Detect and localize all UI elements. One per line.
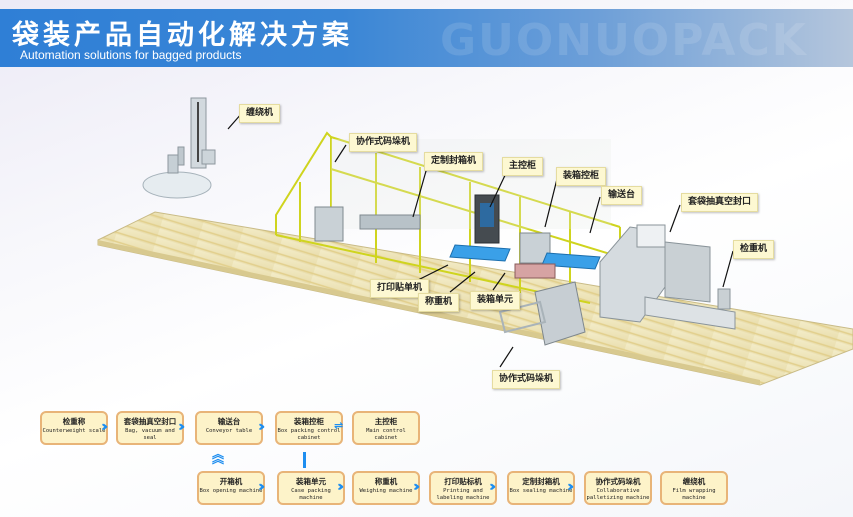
step-en-label: Case packing machine: [291, 488, 331, 501]
callout-leaders: [227, 112, 734, 368]
step-cn-label: 装箱单元: [296, 477, 326, 486]
step-en-label: Conveyor table: [205, 428, 253, 434]
flow-step-palletizing: 协作式码垛机 Collaborative palletizing machine: [584, 471, 652, 505]
flow-step-box-packing-control: 装箱控柜 Box packing control cabinet: [275, 411, 343, 445]
film-wrapping-machine: [142, 97, 216, 199]
flow-arrow-right-icon: ›››: [567, 479, 575, 495]
step-en-label: Printing and labeling machine: [436, 488, 490, 501]
step-cn-label: 协作式码垛机: [595, 477, 641, 486]
step-cn-label: 打印贴标机: [444, 477, 482, 486]
flow-arrow-right-icon: ›››: [178, 419, 186, 435]
callout-checkweigher: 检重机: [733, 240, 775, 259]
brand-watermark: GUONUOPACK: [440, 15, 808, 66]
step-cn-label: 输送台: [217, 417, 241, 426]
step-en-label: Collaborative palletizing machine: [586, 488, 650, 501]
callout-palletizer-top: 协作式码垛机: [349, 133, 418, 152]
callout-bag-vacuum: 套袋抽真空封口: [681, 193, 759, 212]
step-en-label: Box opening machine: [199, 488, 263, 494]
step-en-label: Counterweight scale: [42, 428, 106, 434]
flow-step-main-control: 主控柜 Main control cabinet: [352, 411, 420, 445]
flow-step-conveyor-table: 输送台 Conveyor table: [195, 411, 263, 445]
callout-main-control: 主控柜: [502, 157, 544, 176]
page-title: 袋装产品自动化解决方案: [12, 20, 353, 51]
flow-connector-line: [303, 452, 306, 468]
callout-box-control: 装箱控柜: [556, 167, 607, 186]
flow-step-print-label: 打印贴标机 Printing and labeling machine: [429, 471, 497, 505]
callout-case-packing: 装箱单元: [470, 291, 521, 310]
step-cn-label: 定制封箱机: [522, 477, 560, 486]
flow-arrow-right-icon: ›››: [337, 479, 345, 495]
flow-step-box-opening: 开箱机 Box opening machine: [197, 471, 265, 505]
step-en-label: Film wrapping machine: [672, 488, 716, 501]
flow-step-case-packing: 装箱单元 Case packing machine: [277, 471, 345, 505]
step-en-label: Box sealing machine: [509, 488, 573, 494]
collaborative-palletizer-bottom: [498, 281, 586, 346]
bag-vacuum-sealer: [599, 224, 736, 330]
inner-machines: [314, 194, 601, 279]
step-cn-label: 检重称: [62, 417, 86, 426]
step-en-label: Box packing control cabinet: [277, 428, 341, 441]
layout-illustration: [97, 97, 853, 386]
flow-step-counterweight-scale: 检重称 Counterweight scale: [40, 411, 108, 445]
step-cn-label: 装箱控柜: [294, 417, 324, 426]
callout-conveyor: 输送台: [601, 186, 643, 205]
page-subtitle: Automation solutions for bagged products: [20, 48, 242, 62]
step-cn-label: 主控柜: [374, 417, 398, 426]
flow-arrow-right-icon: ›››: [413, 479, 421, 495]
header-banner: GUONUOPACK 袋装产品自动化解决方案 Automation soluti…: [0, 9, 853, 67]
callout-palletizer-bottom: 协作式码垛机: [492, 370, 561, 389]
flow-step-box-sealing: 定制封箱机 Box sealing machine: [507, 471, 575, 505]
flow-arrow-right-icon: ›››: [489, 479, 497, 495]
flow-step-film-wrapping: 缠绕机 Film wrapping machine: [660, 471, 728, 505]
step-en-label: Bag, vacuum and seal: [125, 428, 175, 441]
flow-step-bag-vacuum-seal: 套袋抽真空封口 Bag, vacuum and seal: [116, 411, 184, 445]
flow-arrow-right-icon: ›››: [258, 479, 266, 495]
step-en-label: Main control cabinet: [366, 428, 406, 441]
step-cn-label: 缠绕机: [682, 477, 706, 486]
factory-layout-scene: 缠绕机 协作式码垛机 定制封箱机 主控柜 装箱控柜 输送台 套袋抽真空封口 检重…: [0, 67, 853, 397]
flow-arrow-bidirectional-icon: ⇌: [334, 419, 344, 432]
flow-arrow-right-icon: ›››: [258, 419, 266, 435]
step-cn-label: 套袋抽真空封口: [123, 417, 177, 426]
callout-weighing: 称重机: [418, 293, 460, 312]
step-cn-label: 称重机: [374, 477, 398, 486]
step-cn-label: 开箱机: [219, 477, 243, 486]
callout-film-wrapping: 缠绕机: [239, 104, 281, 123]
step-en-label: Weighing machine: [359, 488, 413, 494]
flow-step-weighing: 称重机 Weighing machine: [352, 471, 420, 505]
flow-arrow-right-icon: ›››: [101, 419, 109, 435]
callout-print-label: 打印贴单机: [370, 279, 430, 298]
callout-box-sealing: 定制封箱机: [424, 152, 484, 171]
flow-arrow-up-icon: ︽︽: [211, 447, 224, 466]
